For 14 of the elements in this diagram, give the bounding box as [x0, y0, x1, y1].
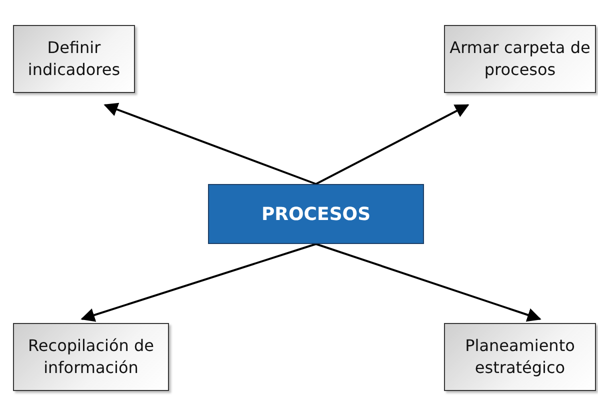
- node-label: Definir indicadores: [26, 36, 122, 81]
- node-label: PROCESOS: [261, 204, 371, 224]
- central-box: [208, 184, 424, 244]
- arrow: [316, 104, 470, 185]
- arrow: [316, 243, 542, 322]
- node-label: Planeamiento estratégico: [464, 334, 576, 379]
- process-box: [13, 323, 169, 391]
- arrow: [104, 102, 316, 185]
- arrow: [80, 243, 316, 322]
- process-box: [444, 25, 596, 93]
- node-label: Armar carpeta de procesos: [448, 36, 592, 81]
- node-label: Recopilación de información: [27, 334, 155, 379]
- process-box: [444, 323, 596, 391]
- process-box: [13, 25, 135, 93]
